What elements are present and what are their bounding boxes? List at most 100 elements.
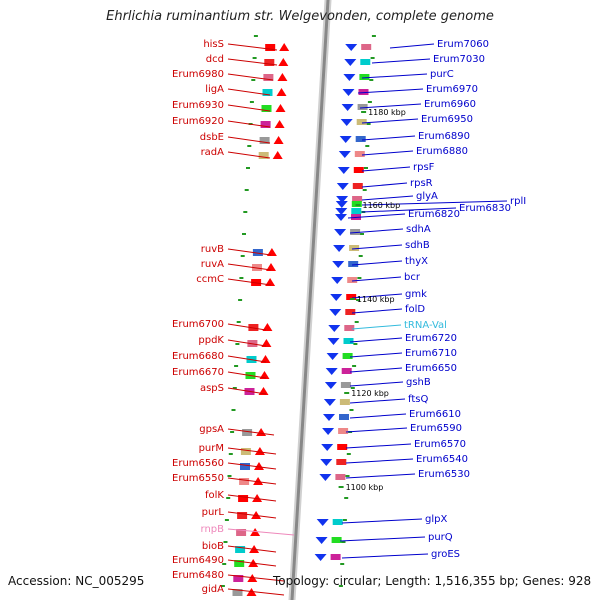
gene-label-forward[interactable]: Erum6550 (172, 473, 224, 484)
gene-leader (361, 182, 408, 188)
gene-label-reverse[interactable]: sdhA (406, 224, 431, 235)
gene-leader (361, 73, 428, 79)
gene-label-reverse[interactable]: groES (431, 549, 460, 560)
gene-label-reverse[interactable]: rpsR (410, 178, 433, 189)
gene-label-forward[interactable]: Erum6670 (172, 367, 224, 378)
gene-leader (227, 477, 277, 485)
gene-label-reverse[interactable]: Erum7060 (437, 39, 489, 50)
gene-label-reverse[interactable]: rpsF (413, 162, 435, 173)
reverse-arrow (321, 444, 334, 451)
gene-label-reverse[interactable]: Erum6960 (424, 99, 476, 110)
gene-leader (227, 387, 267, 395)
gene-label-forward[interactable]: ligA (205, 84, 224, 95)
gene-label-forward[interactable]: ruvB (201, 244, 224, 255)
genome-backbone (288, 0, 332, 600)
gene-label-forward[interactable]: bioB (202, 541, 224, 552)
gene-block (234, 560, 245, 567)
gene-label-forward[interactable]: hisS (203, 39, 224, 50)
gene-label-reverse[interactable]: bcr (404, 272, 421, 283)
scale-tick (358, 255, 363, 257)
scale-tick (252, 57, 257, 59)
gene-label-reverse[interactable]: Erum6880 (416, 146, 468, 157)
gene-leader (227, 559, 277, 567)
gene-leader (227, 339, 267, 347)
gene-label-forward[interactable]: ruvA (201, 259, 224, 270)
gene-label-reverse[interactable]: Erum6590 (410, 423, 462, 434)
gene-label-forward[interactable]: Erum6930 (172, 100, 224, 111)
gene-label-reverse[interactable]: rplI (510, 196, 526, 207)
gene-label-reverse[interactable]: Erum6540 (416, 454, 468, 465)
gene-label-reverse[interactable]: Erum6570 (414, 439, 466, 450)
gene-label-forward[interactable]: ccmC (196, 274, 224, 285)
gene-label-forward[interactable]: dcd (206, 54, 224, 65)
gene-label-reverse[interactable]: Erum6720 (405, 333, 457, 344)
gene-label-forward[interactable]: purM (199, 443, 224, 454)
gene-label-forward[interactable]: ppdK (198, 335, 224, 346)
gene-block (344, 325, 355, 331)
gene-label-reverse[interactable]: gmk (405, 289, 427, 300)
gene-label-forward[interactable]: Erum6560 (172, 458, 224, 469)
reverse-arrow (334, 229, 347, 236)
forward-arrow (275, 104, 286, 112)
gene-label-forward[interactable]: dsbE (200, 132, 224, 143)
gene-block (350, 229, 361, 235)
gene-label-reverse[interactable]: Erum7030 (433, 54, 485, 65)
gene-leader (227, 323, 267, 331)
scale-label: 1180 kbp (368, 108, 406, 117)
gene-label-reverse[interactable]: purQ (428, 532, 453, 543)
gene-label-forward[interactable]: Erum6490 (172, 555, 224, 566)
gene-label-reverse[interactable]: Erum6650 (405, 363, 457, 374)
map-title: Ehrlichia ruminantium str. Welgevonden, … (106, 9, 494, 24)
gene-label-forward[interactable]: Erum6920 (172, 116, 224, 127)
gene-block (248, 324, 259, 331)
gene-block (360, 59, 371, 65)
gene-leader (359, 103, 422, 109)
gene-label-reverse[interactable]: gshB (406, 377, 431, 388)
gene-label-reverse[interactable]: tRNA-Val (404, 320, 447, 331)
gene-label-reverse[interactable]: folD (405, 304, 425, 315)
gene-block (340, 382, 351, 388)
gene-label-reverse[interactable]: Erum6830 (459, 203, 511, 214)
reverse-arrow (335, 214, 347, 221)
gene-label-forward[interactable]: gidA (202, 584, 224, 595)
reverse-arrow (338, 151, 351, 158)
forward-arrow (276, 88, 287, 96)
gene-leader (227, 43, 278, 51)
gene-label-forward[interactable]: rnpB (201, 524, 225, 535)
gene-label-reverse[interactable]: glpX (425, 514, 447, 525)
gene-leader (351, 293, 403, 299)
gene-label-reverse[interactable]: purC (430, 69, 454, 80)
scale-tick (230, 431, 235, 433)
gene-label-reverse[interactable]: Erum6970 (426, 84, 478, 95)
scale-tick (341, 541, 346, 543)
forward-arrow (254, 447, 265, 455)
gene-label-forward[interactable]: radA (201, 147, 225, 158)
gene-label-reverse[interactable]: Erum6820 (408, 209, 460, 220)
gene-label-reverse[interactable]: sdhB (405, 240, 430, 251)
gene-label-forward[interactable]: gpsA (199, 424, 224, 435)
scale-tick (353, 343, 358, 345)
gene-label-reverse[interactable]: Erum6530 (418, 469, 470, 480)
gene-label-reverse[interactable]: Erum6950 (421, 114, 473, 125)
gene-label-reverse[interactable]: thyX (405, 256, 428, 267)
scale-tick (345, 475, 350, 477)
gene-leader (227, 278, 272, 286)
gene-label-forward[interactable]: Erum6980 (172, 69, 224, 80)
gene-block (352, 183, 363, 189)
gene-label-forward[interactable]: folK (205, 490, 224, 501)
gene-label-forward[interactable]: Erum6680 (172, 351, 224, 362)
gene-label-forward[interactable]: Erum6480 (172, 570, 224, 581)
reverse-arrow (339, 136, 352, 143)
gene-label-reverse[interactable]: Erum6710 (405, 348, 457, 359)
gene-label-forward[interactable]: purL (202, 507, 225, 518)
gene-label-forward[interactable]: Erum6700 (172, 319, 224, 330)
reverse-arrow (328, 325, 341, 332)
gene-label-reverse[interactable]: ftsQ (408, 394, 428, 405)
gene-label-forward[interactable]: aspS (200, 383, 224, 394)
gene-label-reverse[interactable]: Erum6890 (418, 131, 470, 142)
gene-label-reverse[interactable]: glyA (416, 191, 438, 202)
reverse-arrow (319, 474, 332, 481)
gene-leader (227, 528, 295, 536)
gene-label-reverse[interactable]: Erum6610 (409, 409, 461, 420)
